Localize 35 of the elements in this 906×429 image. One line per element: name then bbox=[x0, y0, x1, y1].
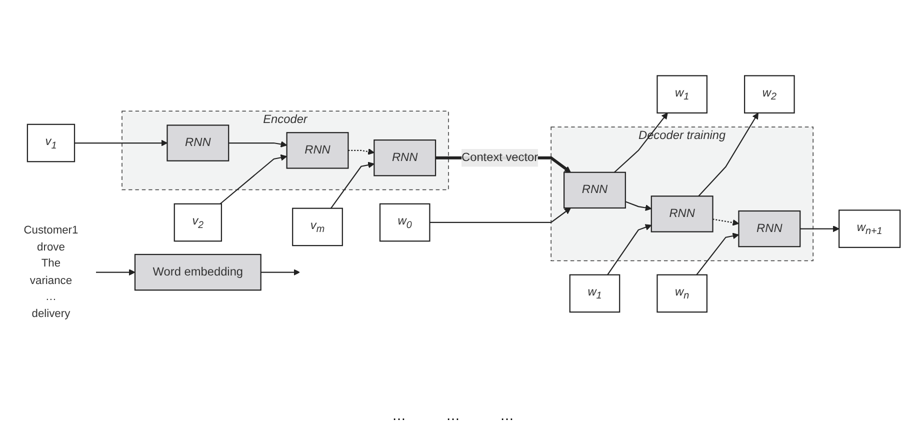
arrow bbox=[800, 226, 840, 232]
arrow bbox=[330, 162, 374, 209]
node-box: RNN bbox=[374, 139, 436, 176]
node-box: v$_{m}$ bbox=[292, 208, 343, 246]
arrow bbox=[348, 148, 374, 155]
node-box: RNN bbox=[738, 210, 801, 248]
node-box: RNN bbox=[564, 172, 626, 209]
node-box: w$_{n}$ bbox=[656, 274, 708, 313]
ellipsis-note: … bbox=[392, 407, 406, 425]
node-box: w$_{1}$ bbox=[569, 274, 620, 313]
node-box: w$_{n+1}$ bbox=[838, 210, 901, 248]
node-box: RNN bbox=[166, 124, 230, 162]
node-box: Word embedding bbox=[134, 254, 262, 291]
node-box: w$_{1}$ bbox=[656, 75, 708, 114]
ellipsis-note: … bbox=[446, 407, 460, 425]
arrow bbox=[607, 224, 652, 276]
node-text: Customer1 drove The variance … delivery bbox=[24, 224, 78, 320]
arrow bbox=[696, 232, 740, 276]
node-box: RNN bbox=[286, 132, 349, 169]
arrow bbox=[625, 201, 652, 211]
node-box: RNN bbox=[650, 196, 714, 232]
arrow bbox=[712, 218, 740, 226]
ellipsis-note: … bbox=[500, 407, 514, 425]
arrow bbox=[74, 140, 168, 146]
node-box: w$_{2}$ bbox=[744, 75, 795, 114]
arrow bbox=[228, 141, 288, 148]
node-box: w$_{0}$ bbox=[379, 203, 430, 242]
arrow bbox=[430, 208, 571, 224]
arrow bbox=[698, 112, 758, 197]
edge-label: Context vector bbox=[462, 151, 538, 164]
arrow bbox=[220, 154, 288, 204]
node-box: v$_{1}$ bbox=[26, 124, 76, 162]
arrow bbox=[260, 269, 300, 276]
arrow bbox=[96, 269, 136, 276]
node-box: v$_{2}$ bbox=[174, 203, 222, 242]
